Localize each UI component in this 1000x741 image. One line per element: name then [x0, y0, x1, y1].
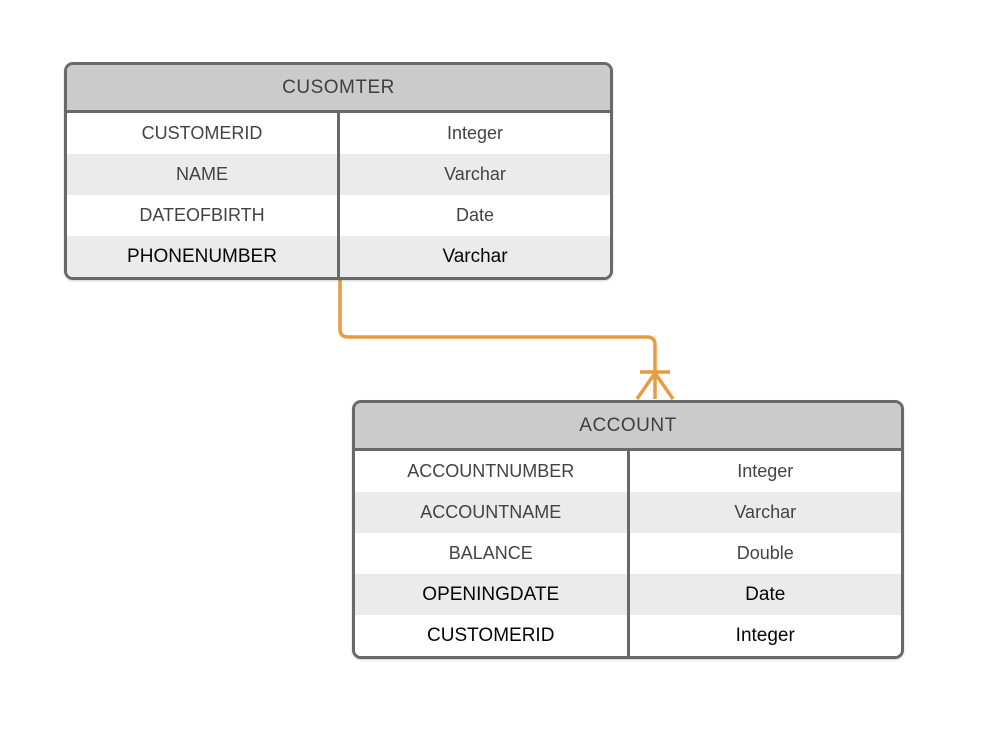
- field-name-cell: CUSTOMERID: [141, 123, 263, 143]
- field-type-cell: Integer: [337, 113, 610, 154]
- connector-group: [338, 278, 675, 400]
- field-row[interactable]: NAME Varchar: [67, 154, 610, 195]
- field-name-cell: DATEOFBIRTH: [139, 205, 265, 225]
- field-row[interactable]: CUSTOMERID Integer: [67, 113, 610, 154]
- field-name-cell: ACCOUNTNAME: [420, 502, 562, 522]
- field-row[interactable]: CUSTOMERID Integer: [355, 615, 901, 656]
- field-name-cell: BALANCE: [448, 543, 533, 563]
- entity-title-cusomter: CUSOMTER: [67, 65, 610, 113]
- field-name-cell: OPENINGDATE: [422, 584, 560, 605]
- field-row[interactable]: ACCOUNTNUMBER Integer: [355, 451, 901, 492]
- entity-title-account: ACCOUNT: [355, 403, 901, 451]
- field-type-cell: Date: [337, 195, 610, 236]
- field-row[interactable]: ACCOUNTNAME Varchar: [355, 492, 901, 533]
- field-type-cell: Integer: [626, 451, 902, 492]
- field-name-cell: PHONENUMBER: [127, 246, 277, 267]
- crow-foot-right-prong: [653, 372, 675, 400]
- field-name-cell: NAME: [175, 164, 228, 184]
- field-type-cell: Varchar: [626, 492, 902, 533]
- field-name-cell: CUSTOMERID: [427, 625, 555, 646]
- field-row[interactable]: OPENINGDATE Date: [355, 574, 901, 615]
- connector-line[interactable]: [338, 278, 657, 399]
- field-type-cell: Double: [626, 533, 902, 574]
- field-row[interactable]: PHONENUMBER Varchar: [67, 236, 610, 277]
- field-name-cell: ACCOUNTNUMBER: [407, 461, 575, 481]
- field-type-cell: Integer: [626, 615, 902, 656]
- field-row[interactable]: BALANCE Double: [355, 533, 901, 574]
- crow-foot-left-prong: [635, 372, 657, 400]
- field-type-cell: Varchar: [337, 236, 610, 277]
- field-type-cell: Date: [626, 574, 902, 615]
- field-row[interactable]: DATEOFBIRTH Date: [67, 195, 610, 236]
- field-type-cell: Varchar: [337, 154, 610, 195]
